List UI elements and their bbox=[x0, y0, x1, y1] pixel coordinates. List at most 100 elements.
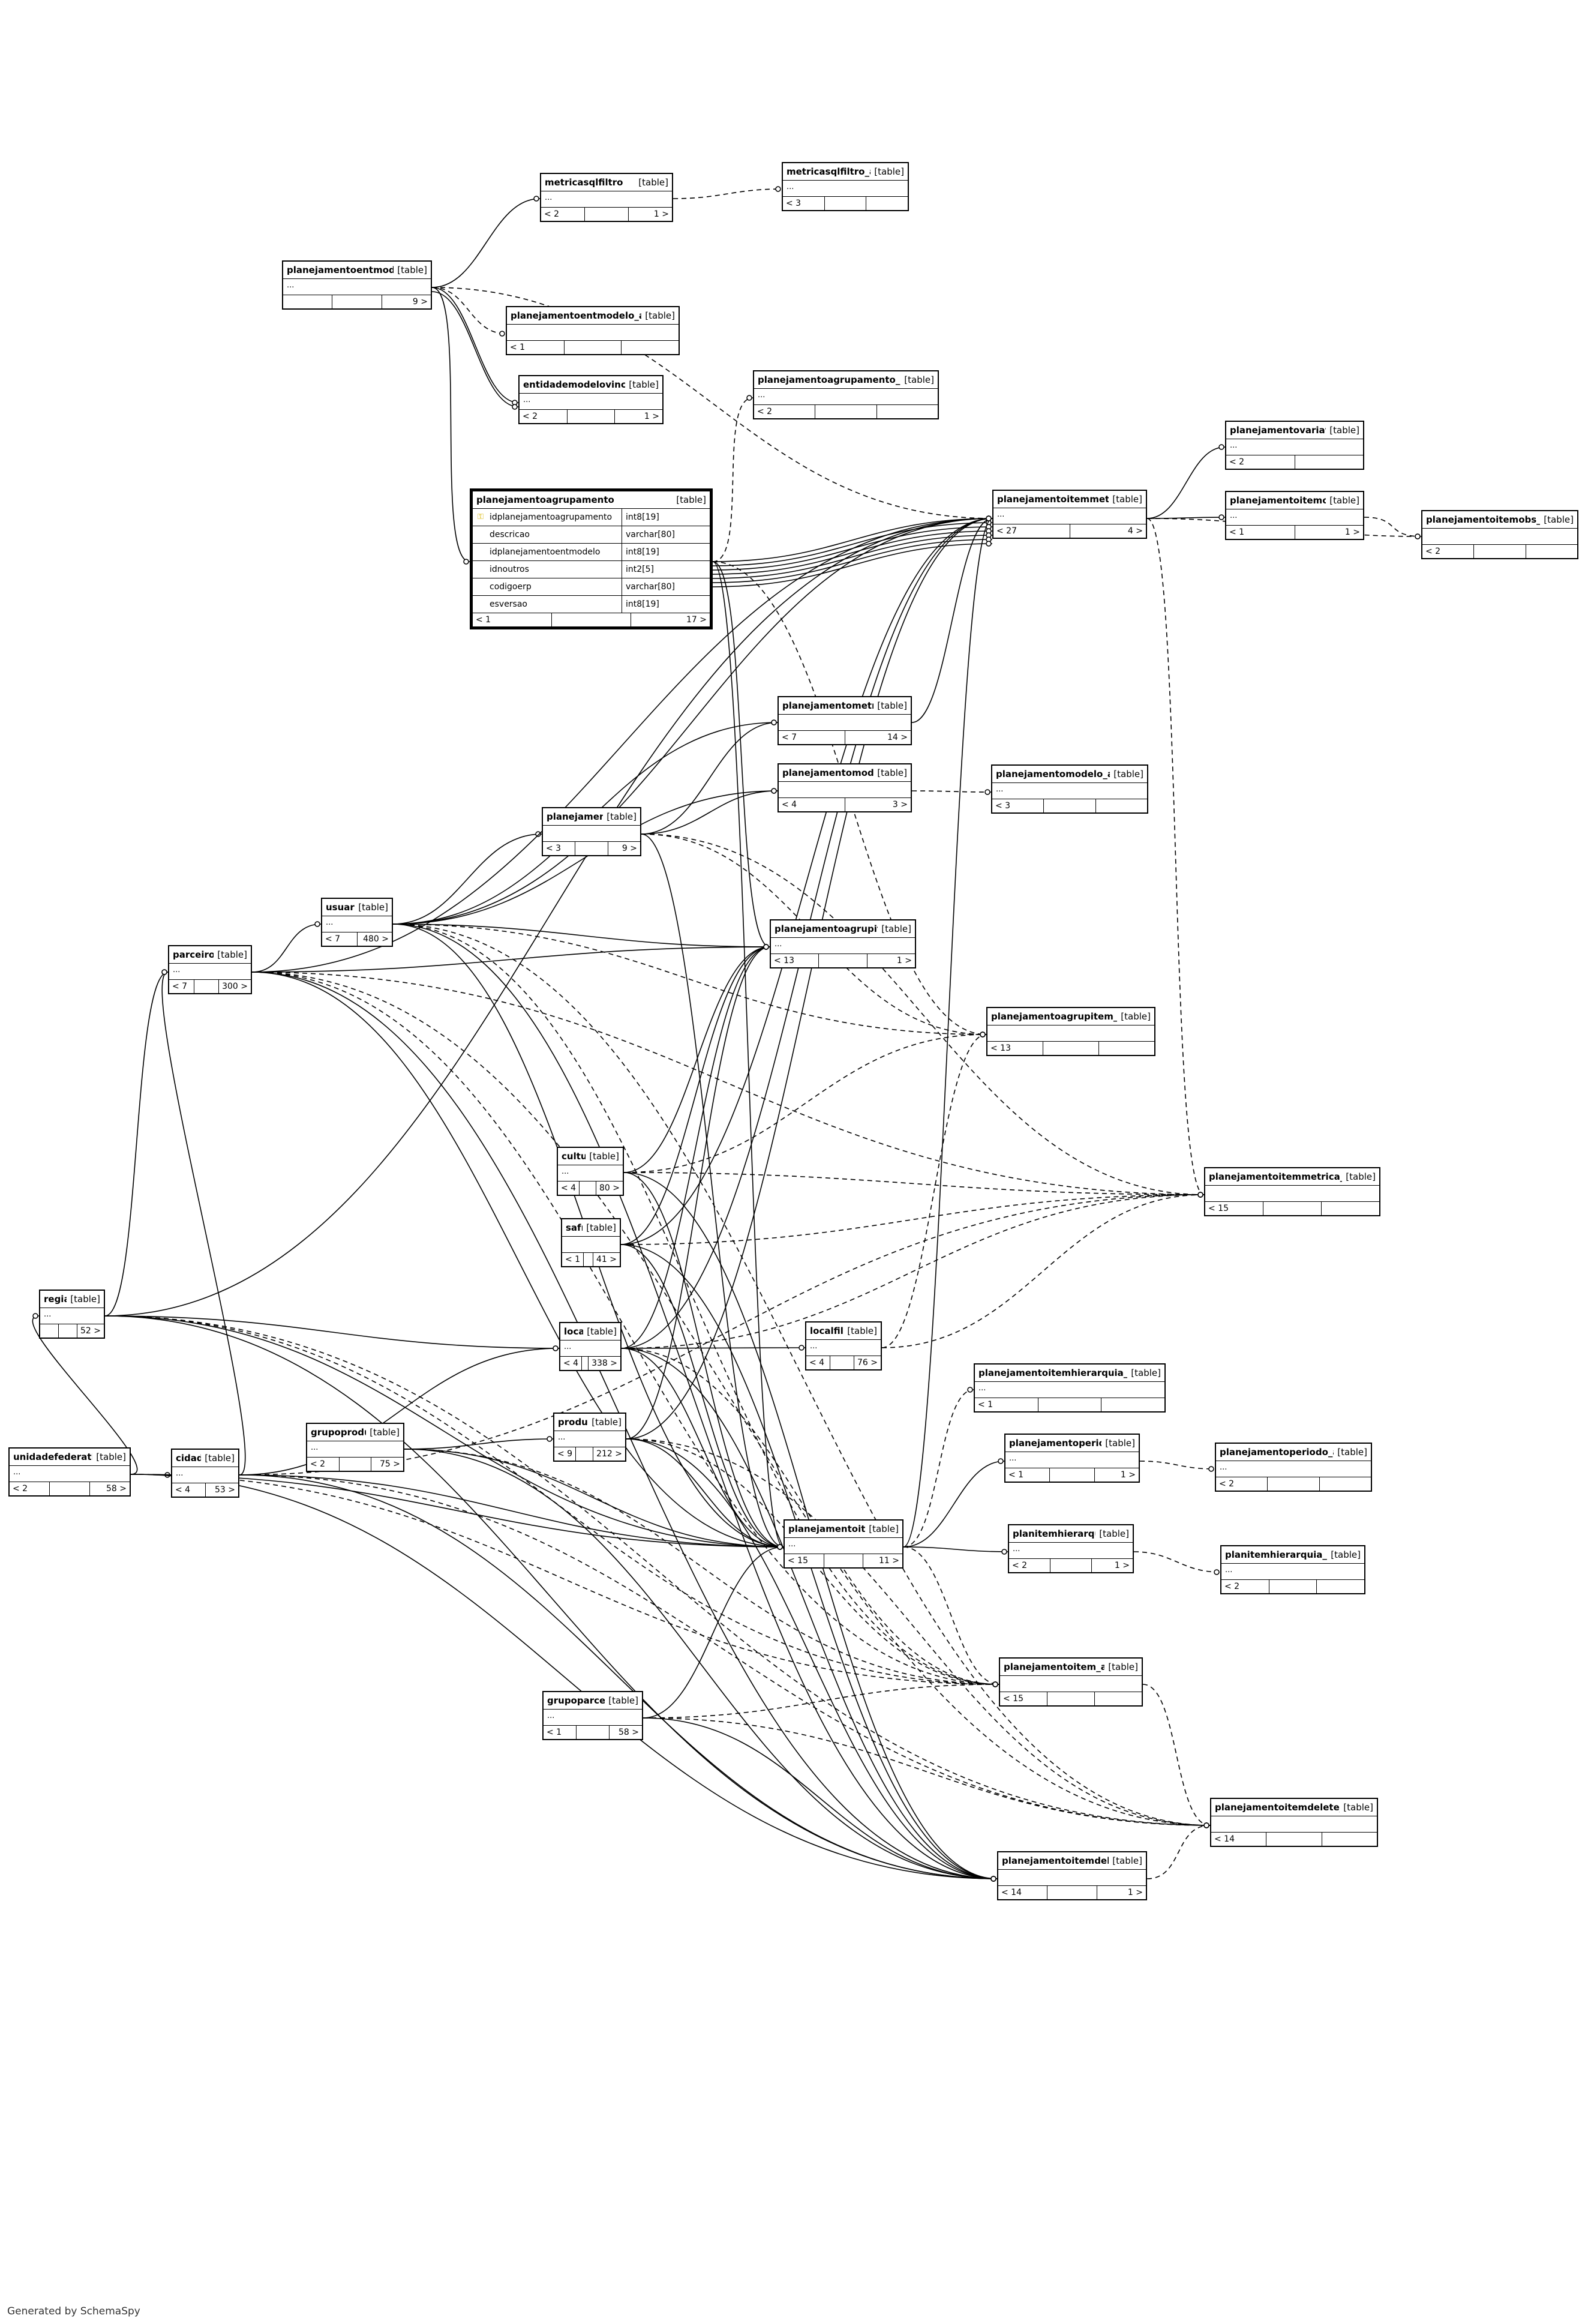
table-planejamentoagrupitem_aud[interactable]: planejamentoagrupitem_aud[table]< 13 bbox=[986, 1007, 1155, 1056]
parents-count[interactable]: < 1 bbox=[544, 1726, 577, 1739]
children-count[interactable]: 480 > bbox=[363, 934, 389, 944]
table-planitemhierarquia_aud[interactable]: planitemhierarquia_aud[table]...< 2 bbox=[1220, 1545, 1365, 1594]
children-count[interactable]: 1 > bbox=[644, 412, 660, 421]
table-planitemhierarquia[interactable]: planitemhierarquia[table]...< 21 > bbox=[1008, 1524, 1134, 1573]
children-count[interactable]: 41 > bbox=[596, 1255, 617, 1264]
parents-count[interactable]: < 7 bbox=[322, 932, 358, 946]
parents-count[interactable]: < 2 bbox=[1422, 545, 1475, 558]
children-count[interactable]: 212 > bbox=[596, 1449, 622, 1459]
parents-count[interactable]: < 13 bbox=[987, 1042, 1043, 1055]
table-planejamentoagrupamento_aud[interactable]: planejamentoagrupamento_aud[table]...< 2 bbox=[753, 370, 939, 419]
children-count[interactable]: 53 > bbox=[215, 1485, 235, 1495]
table-planejamentoagrupitem[interactable]: planejamentoagrupitem[table]...< 131 > bbox=[770, 919, 916, 968]
children-count[interactable]: 3 > bbox=[892, 800, 908, 809]
table-cultura[interactable]: cultura[table]...< 480 > bbox=[557, 1147, 624, 1196]
children-count[interactable]: 1 > bbox=[653, 209, 669, 219]
table-planejamentoentmodelo_aud[interactable]: planejamentoentmodelo_aud[table]< 1 bbox=[506, 306, 680, 355]
children-count[interactable]: 1 > bbox=[896, 956, 912, 965]
children-count[interactable]: 9 > bbox=[622, 844, 637, 853]
children-count[interactable]: 4 > bbox=[1127, 526, 1143, 536]
parents-count[interactable]: < 15 bbox=[1205, 1202, 1263, 1215]
parents-count[interactable]: < 3 bbox=[783, 197, 825, 210]
parents-count[interactable]: < 14 bbox=[1211, 1833, 1267, 1846]
parents-count[interactable]: < 4 bbox=[172, 1483, 206, 1497]
children-count[interactable]: 1 > bbox=[1344, 527, 1360, 537]
parents-count[interactable]: < 2 bbox=[307, 1458, 340, 1471]
children-count[interactable]: 300 > bbox=[222, 982, 248, 991]
table-safra[interactable]: safra[table]< 141 > bbox=[561, 1218, 621, 1267]
table-planejamentovariavel[interactable]: planejamentovariavel[table]...< 2 bbox=[1225, 421, 1364, 470]
parents-count[interactable]: < 3 bbox=[992, 799, 1044, 812]
table-planejamentoitemdelete_aud[interactable]: planejamentoitemdelete_aud[table]< 14 bbox=[1210, 1798, 1378, 1847]
table-localfilial[interactable]: localfilial[table]...< 476 > bbox=[805, 1321, 882, 1371]
parents-count[interactable]: < 4 bbox=[806, 1356, 830, 1369]
parents-count[interactable]: < 1 bbox=[1005, 1468, 1050, 1482]
parents-count[interactable]: < 4 bbox=[558, 1182, 580, 1195]
parents-count[interactable]: < 7 bbox=[169, 980, 194, 993]
table-planejamentoitemmetrica[interactable]: planejamentoitemmetrica[table]...< 274 > bbox=[992, 490, 1147, 539]
table-planejamentoagrupamento[interactable]: planejamentoagrupamento[table]⚿idplaneja… bbox=[470, 488, 713, 629]
table-planejamentoitemdelete[interactable]: planejamentoitemdelete[table]< 141 > bbox=[997, 1851, 1147, 1900]
children-count[interactable]: 9 > bbox=[412, 297, 428, 307]
table-planejamentometrica[interactable]: planejamentometrica[table]< 714 > bbox=[778, 696, 912, 745]
table-metricasqlfiltro_aud[interactable]: metricasqlfiltro_aud[table]...< 3 bbox=[782, 162, 909, 211]
table-entidademodelovinculo[interactable]: entidademodelovinculo[table]...< 21 > bbox=[518, 375, 664, 424]
children-count[interactable]: 58 > bbox=[619, 1728, 639, 1737]
table-planejamento[interactable]: planejamento[table]< 39 > bbox=[542, 807, 641, 856]
parents-count[interactable]: < 2 bbox=[1221, 1580, 1269, 1593]
table-planejamentoperiodo_aud[interactable]: planejamentoperiodo_aud[table]...< 2 bbox=[1215, 1443, 1372, 1492]
table-unidadefederativa[interactable]: unidadefederativa[table]...< 258 > bbox=[8, 1447, 131, 1497]
parents-count[interactable]: < 7 bbox=[779, 731, 845, 744]
parents-count[interactable]: < 2 bbox=[541, 208, 585, 221]
parents-count[interactable]: < 15 bbox=[785, 1554, 824, 1567]
children-count[interactable]: 11 > bbox=[879, 1556, 900, 1566]
parents-count[interactable]: < 4 bbox=[779, 798, 845, 811]
parents-count[interactable]: < 13 bbox=[771, 954, 819, 967]
children-count[interactable]: 14 > bbox=[887, 733, 908, 742]
children-count[interactable]: 52 > bbox=[80, 1326, 101, 1336]
parents-count[interactable]: < 3 bbox=[543, 842, 576, 855]
parents-count[interactable]: < 14 bbox=[998, 1886, 1048, 1899]
children-count[interactable]: 17 > bbox=[686, 615, 707, 625]
children-count[interactable]: 75 > bbox=[380, 1459, 401, 1469]
parents-count[interactable]: < 1 bbox=[562, 1253, 584, 1266]
parents-count[interactable]: < 9 bbox=[554, 1447, 577, 1461]
table-planejamentoitemhierarquia_aud[interactable]: planejamentoitemhierarquia_aud[table]...… bbox=[974, 1363, 1166, 1413]
parents-count[interactable]: < 1 bbox=[1226, 526, 1295, 539]
parents-count[interactable]: < 2 bbox=[754, 405, 816, 418]
children-count[interactable]: 76 > bbox=[857, 1358, 878, 1368]
parents-count[interactable]: < 27 bbox=[993, 524, 1070, 538]
parents-count[interactable]: < 15 bbox=[1000, 1692, 1047, 1705]
table-planejamentoitemmetrica_aud[interactable]: planejamentoitemmetrica_aud[table]< 15 bbox=[1204, 1167, 1380, 1216]
parents-count[interactable]: < 2 bbox=[1009, 1559, 1050, 1572]
children-count[interactable]: 1 > bbox=[1120, 1470, 1136, 1480]
table-grupoparceiro[interactable]: grupoparceiro[table]...< 158 > bbox=[542, 1691, 643, 1740]
table-planejamentoperiodo[interactable]: planejamentoperiodo[table]...< 11 > bbox=[1004, 1434, 1140, 1483]
table-cidade[interactable]: cidade[table]...< 453 > bbox=[171, 1449, 239, 1498]
parents-count[interactable]: < 1 bbox=[473, 613, 552, 626]
table-planejamentoitemobs[interactable]: planejamentoitemobs[table]...< 11 > bbox=[1225, 491, 1364, 540]
table-regiao[interactable]: regiao[table]...52 > bbox=[39, 1290, 105, 1339]
table-planejamentomodelo_aud[interactable]: planejamentomodelo_aud[table]...< 3 bbox=[991, 764, 1148, 814]
table-planejamentoitemobs_aud[interactable]: planejamentoitemobs_aud[table]< 2 bbox=[1421, 510, 1578, 559]
children-count[interactable]: 58 > bbox=[106, 1484, 127, 1494]
parents-count[interactable]: < 4 bbox=[560, 1357, 583, 1370]
table-planejamentoitem_aud[interactable]: planejamentoitem_aud[table]< 15 bbox=[999, 1657, 1143, 1707]
table-grupoproduto[interactable]: grupoproduto[table]...< 275 > bbox=[306, 1423, 404, 1472]
children-count[interactable]: 1 > bbox=[1127, 1888, 1143, 1897]
parents-count[interactable]: < 1 bbox=[975, 1398, 1038, 1411]
parents-count[interactable]: < 2 bbox=[10, 1482, 50, 1495]
parents-count[interactable]: < 1 bbox=[507, 341, 565, 354]
parents-count[interactable]: < 2 bbox=[1216, 1477, 1268, 1491]
table-planejamentoentmodelo[interactable]: planejamentoentmodelo[table]...9 > bbox=[282, 260, 432, 310]
children-count[interactable]: 1 > bbox=[1114, 1561, 1130, 1570]
parents-count[interactable]: < 2 bbox=[520, 410, 568, 423]
table-planejamentomodelo[interactable]: planejamentomodelo[table]< 43 > bbox=[778, 763, 912, 812]
children-count[interactable]: 338 > bbox=[592, 1359, 617, 1368]
